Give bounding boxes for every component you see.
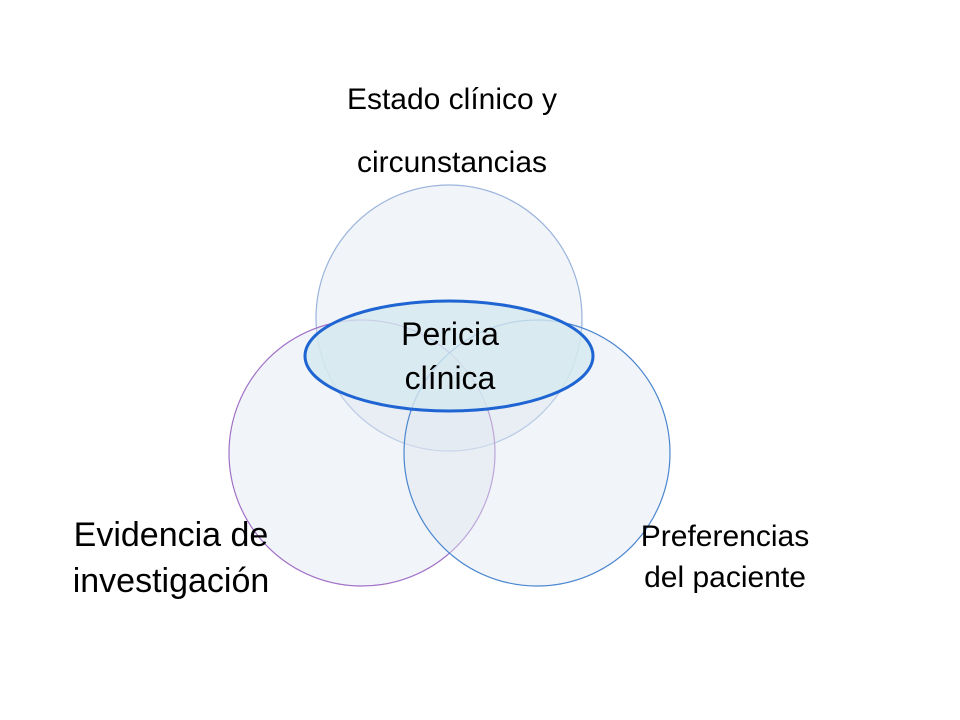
label-estado-clinico-line2: circunstancias — [356, 146, 548, 179]
label-preferencias-line2: del paciente — [644, 561, 806, 594]
label-pericia-line2: clínica — [404, 360, 496, 396]
label-evidencia-investigacion: Evidencia de investigación — [40, 512, 302, 604]
label-pericia-line1: Pericia — [401, 316, 499, 352]
label-pericia-clinica: Pericia clínica — [360, 312, 540, 400]
label-evidencia-line2: investigación — [72, 562, 270, 600]
label-evidencia-line1: Evidencia de — [73, 516, 269, 554]
label-preferencias-paciente: Preferencias del paciente — [610, 516, 840, 598]
label-preferencias-line1: Preferencias — [640, 520, 810, 553]
ellipse-pericia-clinica — [303, 299, 595, 413]
label-estado-clinico-line1: Estado clínico y — [346, 83, 558, 116]
